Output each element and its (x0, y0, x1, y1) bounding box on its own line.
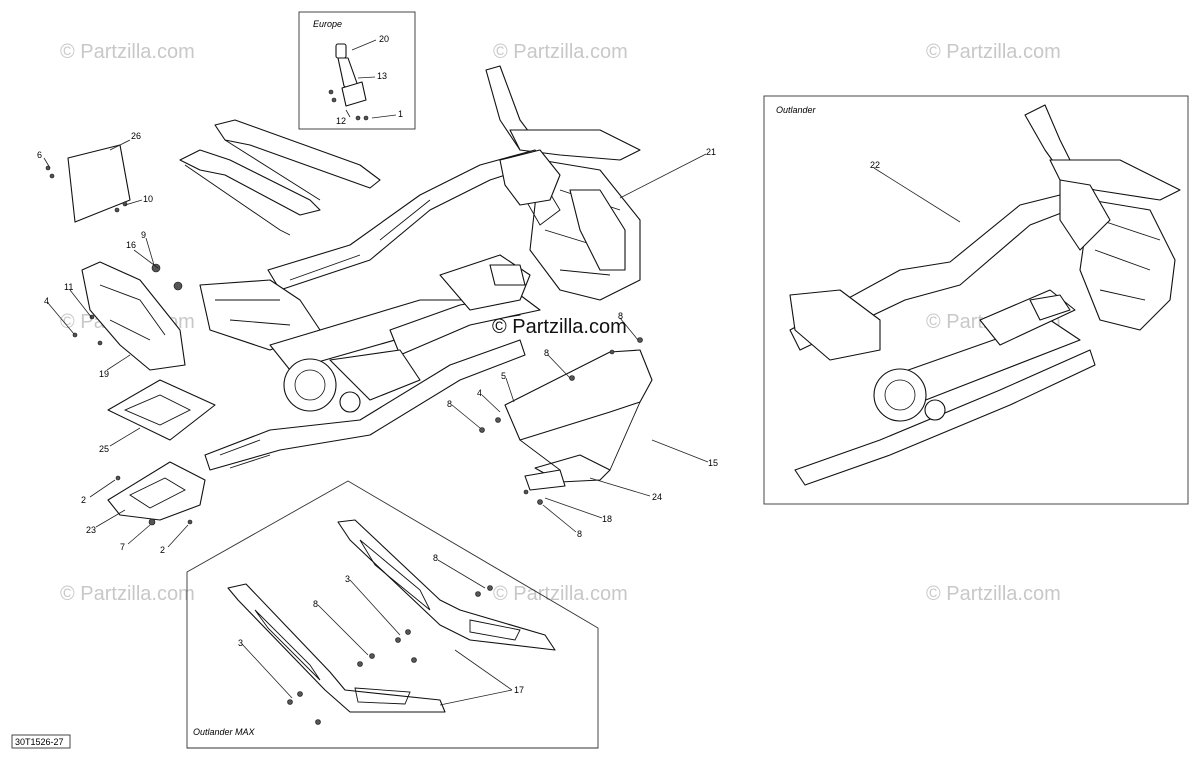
outlander-panel-frame (763, 95, 1189, 505)
callout-23: 23 (86, 525, 96, 535)
watermark-bottom-left: © Partzilla.com (60, 583, 195, 605)
callout-16: 16 (126, 240, 136, 250)
callout-4-right: 4 (477, 388, 482, 398)
callout-8-c: 8 (447, 399, 452, 409)
callout-1: 1 (398, 109, 403, 119)
part-24-bracket (524, 469, 566, 491)
part-23-bracket (107, 461, 206, 521)
watermark-bottom-right: © Partzilla.com (926, 583, 1061, 605)
outlander-frame-drawing (789, 104, 1181, 486)
callout-4-left: 4 (44, 296, 49, 306)
callout-7: 7 (120, 542, 125, 552)
callout-12: 12 (336, 116, 346, 126)
outlander-max-panel: Outlander MAX (186, 480, 599, 749)
callout-8-b: 8 (544, 348, 549, 358)
callout-10: 10 (143, 194, 153, 204)
callout-9: 9 (141, 230, 146, 240)
callout-labels: 20 13 12 1 26 6 10 9 16 11 4 19 25 2 23 … (37, 34, 880, 695)
callout-2-lower: 2 (160, 545, 165, 555)
main-frame-drawing (179, 65, 641, 471)
callout-26: 26 (131, 131, 141, 141)
callout-11: 11 (64, 282, 73, 292)
figure-code: 30T1526-27 (15, 737, 64, 747)
watermark-center: © Partzilla.com (492, 316, 627, 338)
callout-25: 25 (99, 444, 109, 454)
watermark-top-right: © Partzilla.com (926, 41, 1061, 63)
part-25-plate (107, 379, 216, 441)
callout-8-e: 8 (433, 553, 438, 563)
outlander-max-extensions (227, 519, 556, 725)
part-26-shield (67, 144, 131, 223)
part-19-bracket (81, 261, 186, 371)
callout-3-upper: 3 (345, 574, 350, 584)
callout-2-upper: 2 (81, 495, 86, 505)
watermark-bottom-center: © Partzilla.com (493, 583, 628, 605)
callout-21: 21 (706, 147, 716, 157)
callout-15: 15 (708, 458, 718, 468)
callout-3-lower: 3 (238, 638, 243, 648)
europe-panel: Europe (298, 11, 416, 130)
outlander-max-panel-title: Outlander MAX (193, 727, 256, 737)
callout-5: 5 (501, 371, 506, 381)
watermark-top-left: © Partzilla.com (60, 41, 195, 63)
callout-18: 18 (602, 514, 612, 524)
callout-24: 24 (652, 492, 662, 502)
europe-panel-frame (298, 11, 416, 130)
callout-19: 19 (99, 369, 109, 379)
europe-panel-title: Europe (313, 19, 342, 29)
europe-switch-assembly (328, 43, 369, 121)
callout-20: 20 (379, 34, 389, 44)
loose-parts-left (45, 144, 216, 526)
callout-6: 6 (37, 150, 42, 160)
loose-parts-right (479, 337, 653, 505)
outlander-max-panel-frame (186, 480, 599, 749)
part-15-frame-loop (504, 349, 653, 441)
callout-17: 17 (514, 685, 524, 695)
callout-8-d: 8 (577, 529, 582, 539)
outlander-panel-title: Outlander (776, 105, 817, 115)
leader-lines (43, 39, 961, 706)
callout-8-a: 8 (618, 311, 623, 321)
callout-22: 22 (870, 160, 880, 170)
watermark-top-center: © Partzilla.com (493, 41, 628, 63)
outlander-panel: Outlander (763, 95, 1189, 505)
figure-code-box: 30T1526-27 (11, 734, 71, 749)
callout-8-f: 8 (313, 599, 318, 609)
callout-13: 13 (377, 71, 387, 81)
